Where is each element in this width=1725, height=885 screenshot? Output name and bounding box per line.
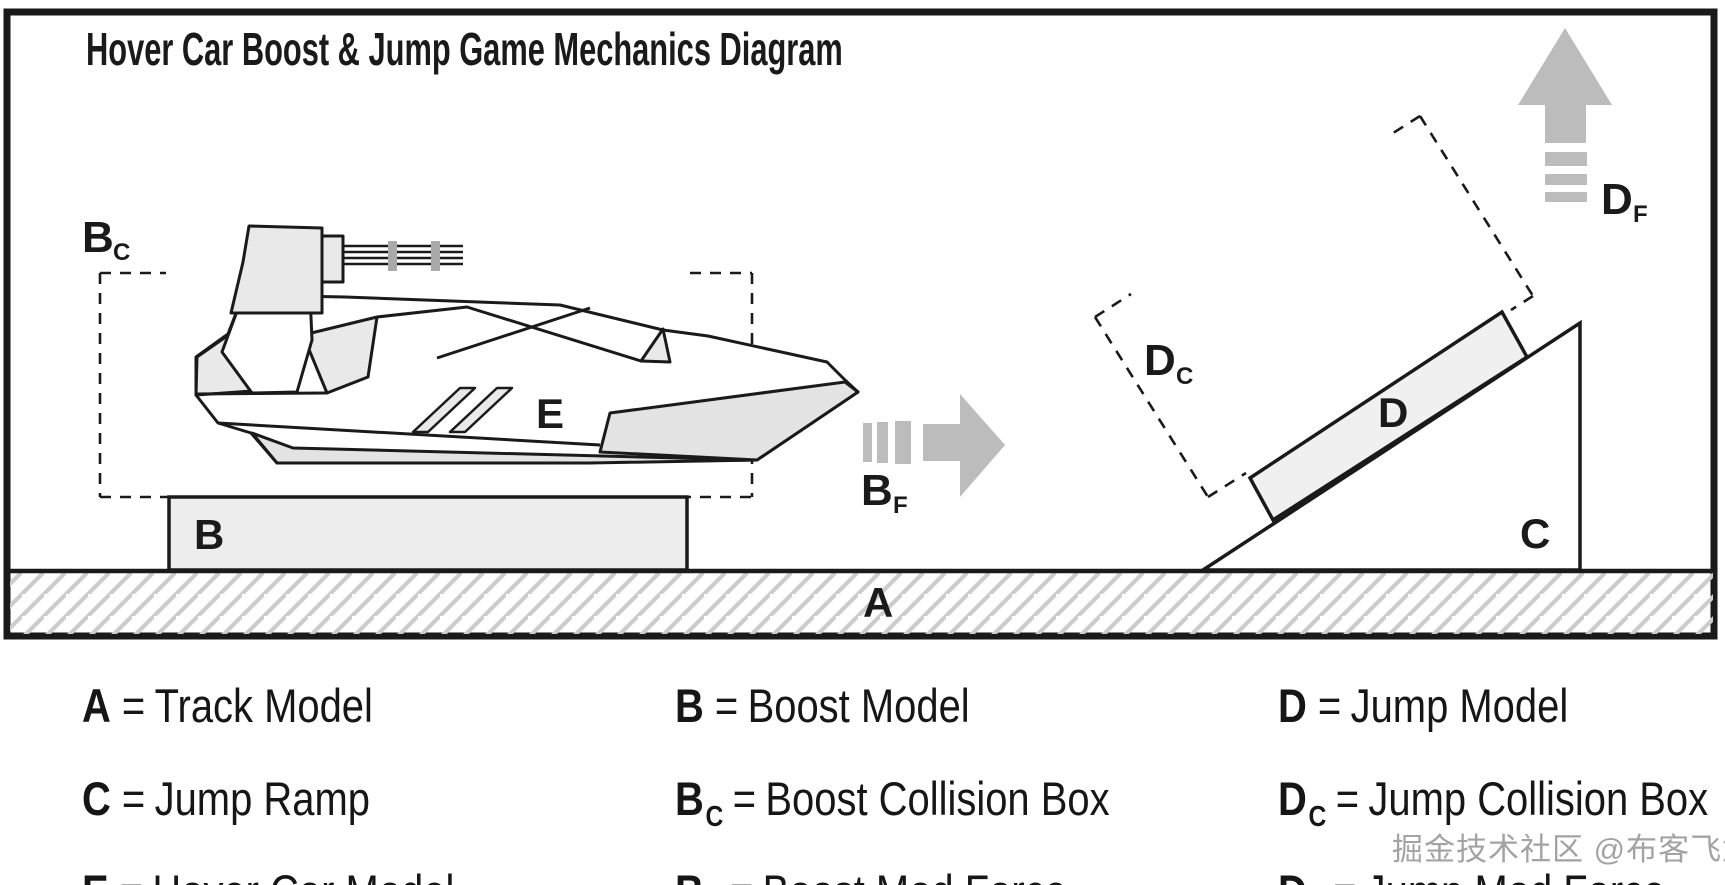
legend-key: B bbox=[675, 772, 704, 825]
car-cockpit-wedge bbox=[301, 315, 379, 395]
legend-equals: = bbox=[732, 772, 757, 825]
jump-collision-label-sub: C bbox=[1176, 363, 1193, 390]
jump-force-arrow bbox=[1518, 28, 1612, 202]
legend-item-jump-collision: DC=Jump Collision Box bbox=[1278, 775, 1708, 841]
hover-car-illustration bbox=[194, 224, 860, 465]
legend-equals: = bbox=[730, 865, 753, 885]
legend-equals: = bbox=[121, 679, 146, 732]
legend-desc: Track Model bbox=[154, 679, 373, 732]
legend-key: D bbox=[1278, 772, 1307, 825]
legend-column-3: D=Jump Model DC=Jump Collision Box DF=Ju… bbox=[1278, 682, 1708, 885]
legend-item-boost: B=Boost Model bbox=[675, 682, 1110, 748]
legend-key: B bbox=[675, 679, 704, 732]
jump-collision-label: D bbox=[1144, 336, 1176, 385]
legend-item-jump-force: DF=Jump Mod Force bbox=[1278, 868, 1708, 885]
legend-item-boost-collision: BC=Boost Collision Box bbox=[675, 775, 1110, 841]
legend-item-jump: D=Jump Model bbox=[1278, 682, 1708, 748]
legend-desc: Jump Model bbox=[1350, 679, 1569, 732]
legend-key: D bbox=[1278, 865, 1307, 885]
legend-equals: = bbox=[1317, 679, 1342, 732]
boost-collision-label: B bbox=[82, 213, 114, 262]
jump-force-label: D bbox=[1601, 175, 1633, 224]
legend-equals: = bbox=[714, 679, 739, 732]
jump-collision-box bbox=[1093, 114, 1535, 499]
boost-collision-label-sub: C bbox=[113, 239, 130, 266]
diagram-title: Hover Car Boost & Jump Game Mechanics Di… bbox=[86, 25, 843, 76]
legend-item-ramp: C=Jump Ramp bbox=[82, 775, 454, 841]
jump-label: D bbox=[1378, 389, 1408, 436]
legend-key: E bbox=[82, 865, 109, 885]
jump-model-strip bbox=[1247, 309, 1530, 523]
boost-label: B bbox=[194, 511, 224, 558]
legend-equals: = bbox=[121, 772, 146, 825]
car-vent-slash bbox=[411, 386, 477, 434]
boost-pad bbox=[167, 495, 689, 572]
legend-desc: Jump Mod Force bbox=[1366, 865, 1666, 885]
car-facet-line bbox=[436, 306, 591, 360]
car-barrel-clamp bbox=[431, 241, 440, 271]
jump-force-label-sub: F bbox=[1633, 201, 1648, 228]
legend-desc: Jump Collision Box bbox=[1368, 772, 1709, 825]
legend-column-2: B=Boost Model BC=Boost Collision Box BF=… bbox=[675, 682, 1110, 885]
car-barrel-clamp bbox=[388, 241, 397, 271]
legend-key-sub: C bbox=[1308, 801, 1327, 833]
track-label: A bbox=[863, 579, 893, 626]
track-ground-hatch bbox=[10, 573, 1713, 634]
watermark: 掘金技术社区 @布客飞龙 bbox=[1392, 832, 1725, 867]
legend-item-track: A=Track Model bbox=[82, 682, 454, 748]
legend-key: D bbox=[1278, 679, 1307, 732]
car-gun-mount bbox=[320, 234, 345, 284]
legend-key: C bbox=[82, 772, 111, 825]
legend-desc: Boost Model bbox=[747, 679, 970, 732]
legend-equals: = bbox=[120, 865, 143, 885]
car-label: E bbox=[536, 390, 564, 437]
boost-force-label-sub: F bbox=[893, 492, 908, 519]
legend-desc: Boost Collision Box bbox=[765, 772, 1110, 825]
legend-equals: = bbox=[1335, 772, 1360, 825]
car-underside bbox=[598, 380, 860, 462]
legend-desc: Hover Car Model bbox=[152, 865, 454, 885]
legend-item-boost-force: BF=Boost Mod Force bbox=[675, 868, 1110, 885]
boost-force-arrow bbox=[863, 394, 1005, 497]
legend-desc: Boost Mod Force bbox=[763, 865, 1067, 885]
legend-key-sub: C bbox=[705, 801, 724, 833]
car-gun-barrels bbox=[343, 244, 463, 266]
boost-force-label: B bbox=[861, 466, 893, 515]
car-keel bbox=[250, 431, 759, 465]
car-turret bbox=[229, 224, 324, 315]
legend-equals: = bbox=[1333, 865, 1356, 885]
legend-key: A bbox=[82, 679, 111, 732]
legend-desc: Jump Ramp bbox=[154, 772, 370, 825]
car-vent-slash bbox=[448, 386, 514, 434]
legend-item-car: E = Hover Car Model bbox=[82, 868, 454, 885]
ramp-label: C bbox=[1520, 510, 1550, 557]
car-gray-facet bbox=[639, 327, 672, 364]
car-canopy-line bbox=[376, 305, 642, 363]
legend-key: B bbox=[675, 865, 704, 885]
car-hull-line bbox=[217, 421, 601, 447]
legend-column-1: A=Track Model C=Jump Ramp E=Hover Car Mo… bbox=[82, 682, 454, 885]
